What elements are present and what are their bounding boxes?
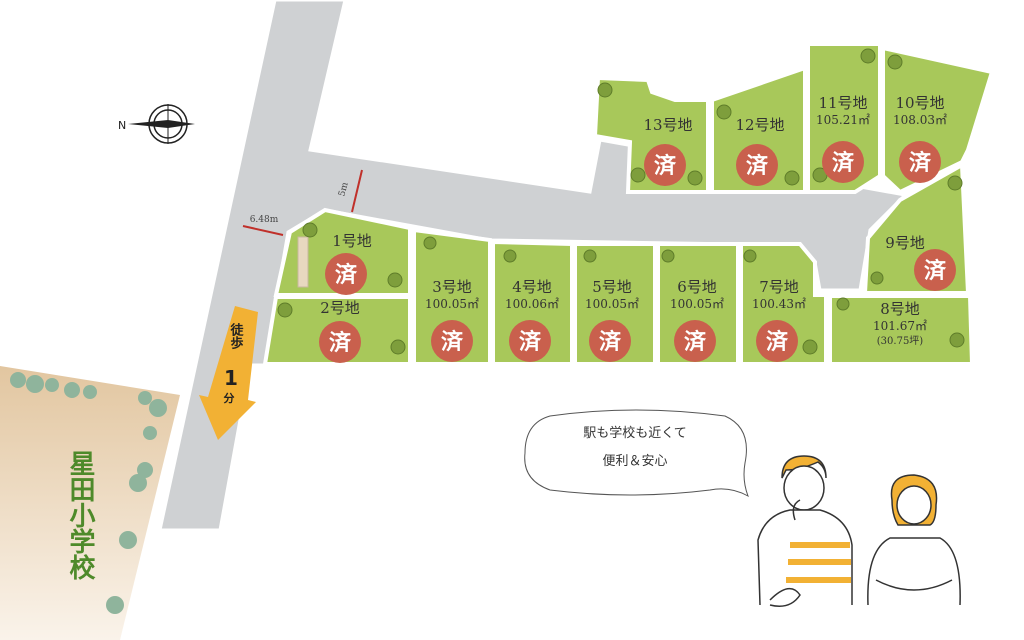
- lot-texts: 1号地2号地3号地100.05㎡4号地100.06㎡5号地100.05㎡6号地1…: [320, 94, 947, 347]
- road-width-branch-label: 5m: [337, 181, 350, 198]
- lot-7-name: 7号地: [759, 278, 799, 296]
- lot-13-name: 13号地: [643, 116, 692, 134]
- lot-4-name: 4号地: [512, 278, 552, 296]
- lot-8-area: 101.67㎡: [873, 319, 927, 333]
- lot-9-name: 9号地: [885, 234, 925, 252]
- lot-4-area: 100.06㎡: [505, 297, 559, 311]
- sold-badge-label: 済: [654, 153, 677, 179]
- speech-line-1: 駅も学校も近くて: [583, 426, 687, 441]
- sold-badge: [325, 253, 367, 295]
- sold-badge-label: 済: [924, 258, 947, 284]
- sold-badge-label: 済: [599, 329, 622, 355]
- speech-bubble-outline: [524, 409, 749, 498]
- lot-12[interactable]: [710, 65, 807, 194]
- road-width-main-label: 6.48m: [250, 215, 279, 225]
- sold-badge-label: 済: [519, 329, 542, 355]
- lot-3-name: 3号地: [432, 278, 472, 296]
- sold-badge: [431, 320, 473, 362]
- sold-badge: [822, 141, 864, 183]
- sold-badge-label: 済: [335, 262, 358, 288]
- lot-8[interactable]: [828, 294, 975, 366]
- road-width-branch: 5m: [337, 169, 363, 213]
- school-grounds: [0, 366, 180, 640]
- lot-5-area: 100.05㎡: [585, 297, 639, 311]
- sold-badge-label: 済: [746, 153, 769, 179]
- walk-label: 徒歩: [228, 322, 245, 350]
- north-label: N: [118, 119, 126, 132]
- sold-badge: [644, 144, 686, 186]
- school-name: 星田小学校: [65, 450, 95, 581]
- sold-badge: [509, 320, 551, 362]
- lot-7-area: 100.43㎡: [752, 297, 806, 311]
- lot-6-area: 100.05㎡: [670, 297, 724, 311]
- lot-11-area: 105.21㎡: [816, 113, 870, 127]
- sold-badge: [736, 144, 778, 186]
- lot-1-name: 1号地: [332, 232, 372, 250]
- speech-line-2: 便利＆安心: [602, 454, 668, 469]
- sold-badge: [319, 321, 361, 363]
- compass-icon: N: [118, 104, 195, 144]
- sold-badge-label: 済: [832, 150, 855, 176]
- road-width-main: 6.48m: [242, 215, 284, 236]
- sold-badge-label: 済: [766, 329, 789, 355]
- lot-10-area: 108.03㎡: [893, 113, 947, 127]
- sold-badge-label: 済: [684, 329, 707, 355]
- sold-badge-label: 済: [329, 330, 352, 356]
- speech-bubble: 駅も学校も近くて 便利＆安心: [520, 408, 750, 498]
- sold-badge-label: 済: [909, 150, 932, 176]
- sold-badge: [899, 141, 941, 183]
- lot-8-tsubo: (30.75坪): [877, 334, 924, 347]
- lot-12-name: 12号地: [735, 116, 784, 134]
- sold-badge: [914, 249, 956, 291]
- lot-5-name: 5号地: [592, 278, 632, 296]
- trees: [277, 48, 965, 355]
- lot-2-name: 2号地: [320, 299, 360, 317]
- walk-unit: 分: [224, 391, 235, 405]
- walk-arrow: 徒歩 1 分: [199, 306, 258, 440]
- sold-badge-label: 済: [441, 329, 464, 355]
- lot-8-name: 8号地: [880, 300, 920, 318]
- lot-3[interactable]: [412, 227, 492, 366]
- sold-badges: 済済済済済済済済済済済済: [319, 141, 956, 363]
- sold-badge: [589, 320, 631, 362]
- lot-labels: 済済済済済済済済済済済済1号地2号地3号地100.05㎡4号地100.06㎡5号…: [319, 94, 956, 363]
- sold-badge: [674, 320, 716, 362]
- sold-badge: [756, 320, 798, 362]
- walk-minutes: 1: [224, 366, 238, 390]
- lot-3-area: 100.05㎡: [425, 297, 479, 311]
- lot-6-name: 6号地: [677, 278, 717, 296]
- lot-10-name: 10号地: [895, 94, 944, 112]
- lot-11-name: 11号地: [818, 94, 867, 112]
